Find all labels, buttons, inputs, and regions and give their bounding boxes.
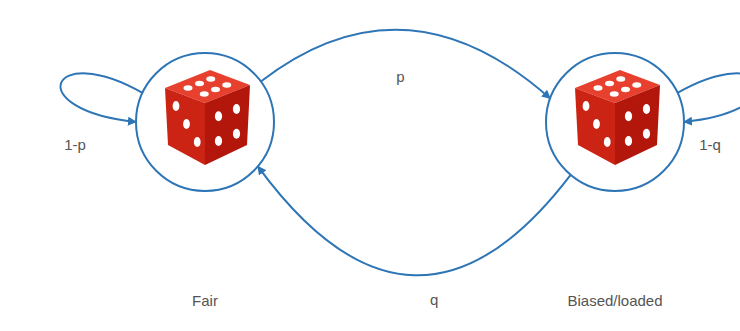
- state-circle: Fair: [135, 52, 275, 192]
- transition-arrow: [258, 166, 571, 275]
- state-name: Fair: [192, 292, 218, 309]
- state-circle: Biased/loaded: [545, 52, 685, 192]
- transition-probability: q: [428, 291, 440, 308]
- transition-arrow: [678, 73, 740, 122]
- transition-arrow: [60, 73, 142, 122]
- loaded-die: [575, 70, 660, 165]
- transition-probability: 1-p: [62, 136, 88, 153]
- transition-probability: p: [394, 67, 406, 84]
- circle-outline: [545, 52, 685, 192]
- circle-outline: [135, 52, 275, 192]
- transition-probability: 1-q: [697, 136, 723, 153]
- fair-die: [165, 70, 250, 165]
- state-name: Biased/loaded: [567, 292, 662, 309]
- transition-arrow: [261, 30, 550, 99]
